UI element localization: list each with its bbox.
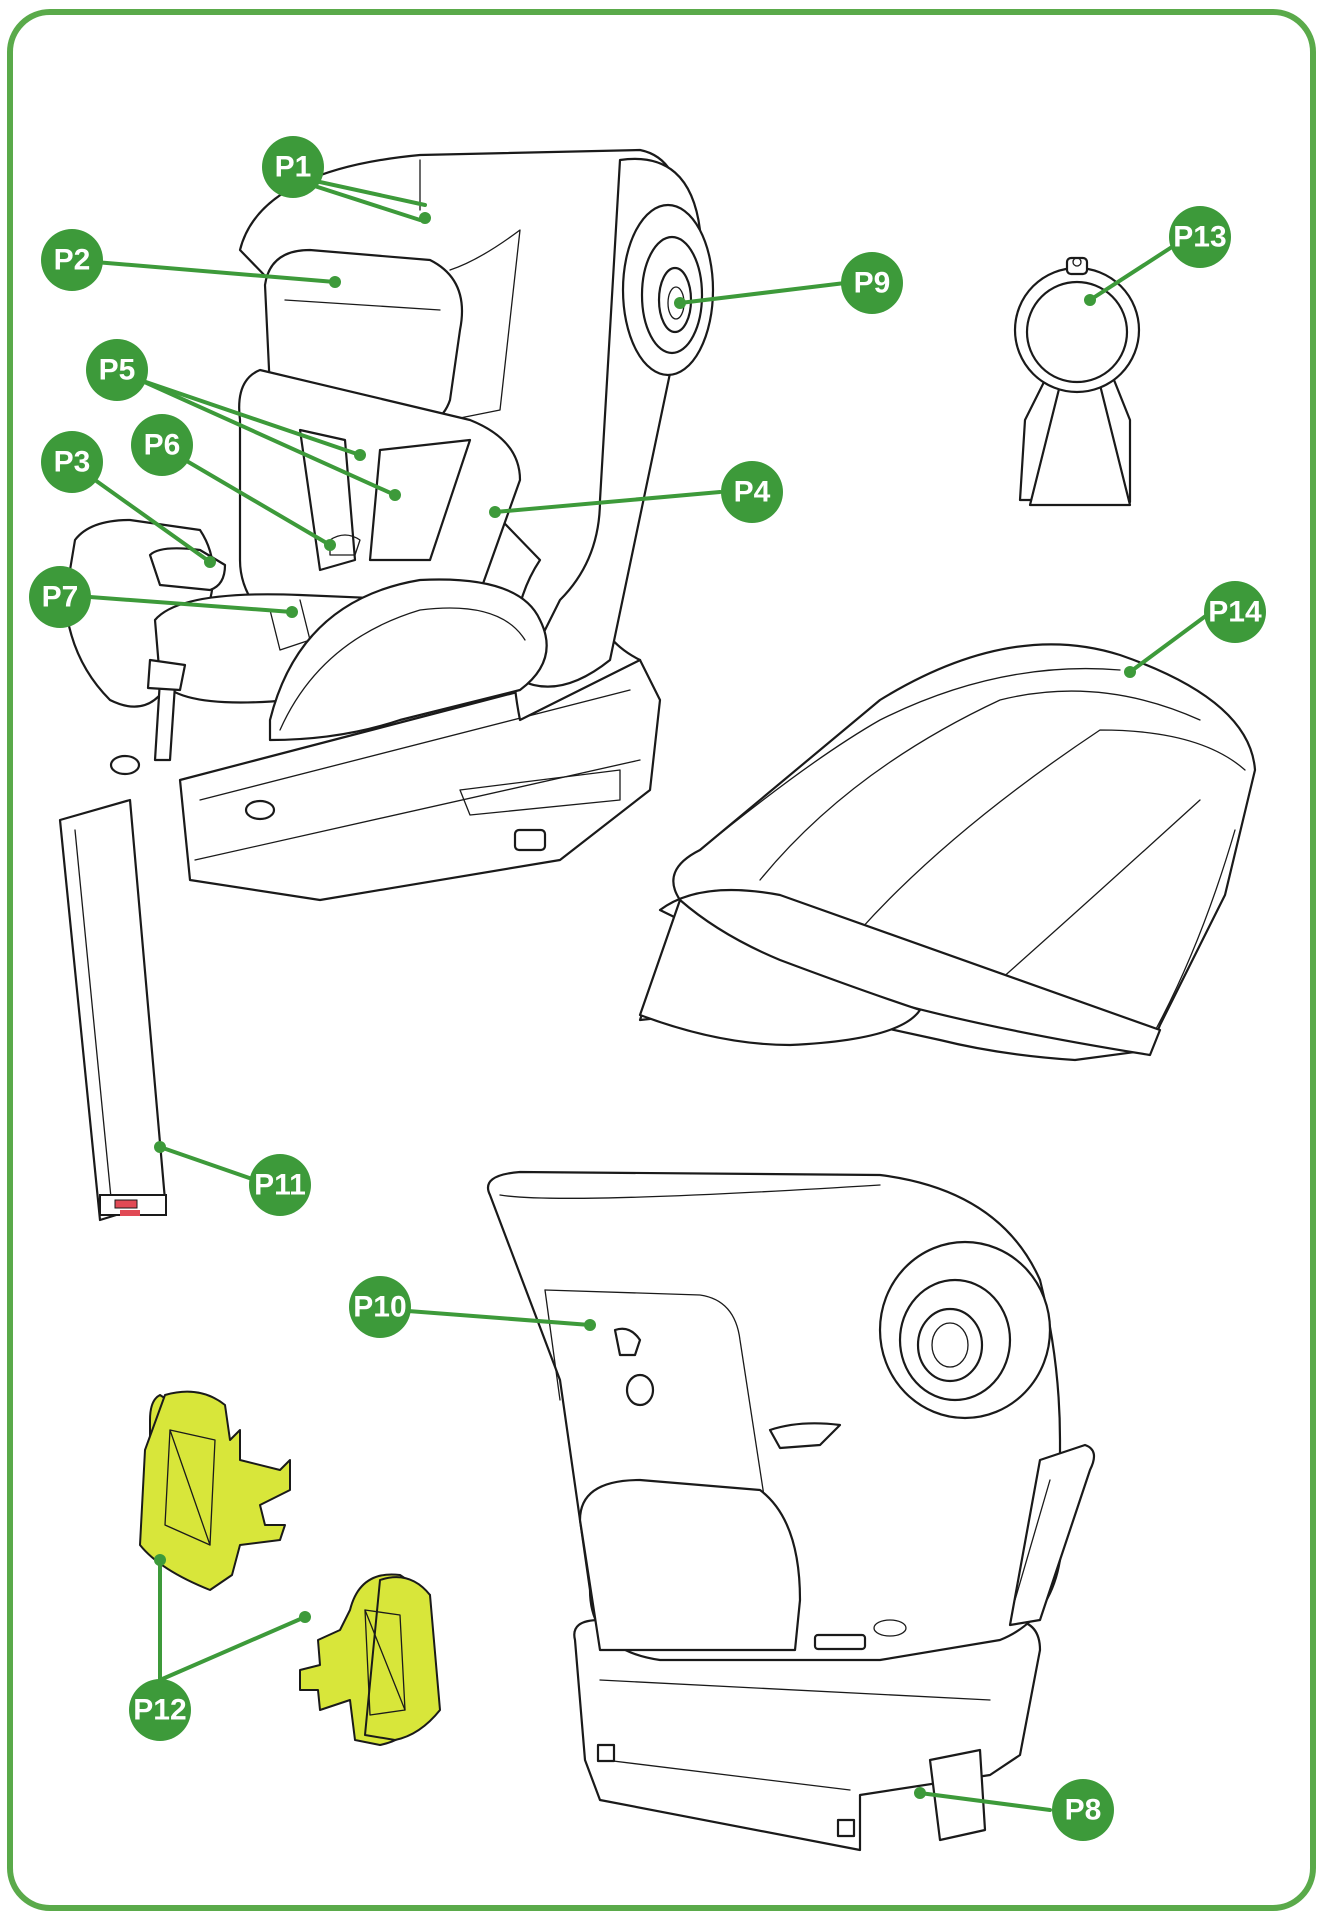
label-p10-text: P10 [353, 1291, 406, 1324]
part-round-mirror [1013, 256, 1141, 507]
label-p1-text: P1 [275, 151, 312, 184]
label-p3-text: P3 [54, 446, 91, 479]
label-p9-text: P9 [854, 267, 891, 300]
label-p2: P2 [41, 229, 103, 291]
car-seat-rear [487, 1170, 1096, 1852]
label-p4: P4 [721, 461, 783, 523]
car-seat-front [58, 148, 715, 1222]
label-p14-text: P14 [1208, 596, 1262, 629]
part-isofix-guides [139, 1390, 441, 1746]
label-p12: P12 [129, 1679, 191, 1741]
frame-border [7, 9, 1316, 1911]
label-p7-text: P7 [42, 581, 79, 614]
label-p11: P11 [249, 1154, 311, 1216]
label-p7: P7 [29, 566, 91, 628]
label-p14: P14 [1204, 581, 1266, 643]
label-p5: P5 [86, 339, 148, 401]
label-p2-text: P2 [54, 244, 91, 277]
label-p6: P6 [131, 414, 193, 476]
label-p12-text: P12 [133, 1694, 186, 1727]
label-p8-text: P8 [1065, 1794, 1102, 1827]
label-p13-text: P13 [1173, 221, 1226, 254]
label-p5-text: P5 [99, 354, 136, 387]
label-p13: P13 [1169, 206, 1231, 268]
label-p4-text: P4 [734, 476, 771, 509]
label-p3: P3 [41, 431, 103, 493]
label-p10: P10 [349, 1276, 411, 1338]
label-p1: P1 [262, 136, 324, 198]
part-canopy [638, 643, 1257, 1062]
label-p6-text: P6 [144, 429, 181, 462]
label-p8: P8 [1052, 1779, 1114, 1841]
label-p11-text: P11 [254, 1169, 306, 1202]
label-p9: P9 [841, 252, 903, 314]
